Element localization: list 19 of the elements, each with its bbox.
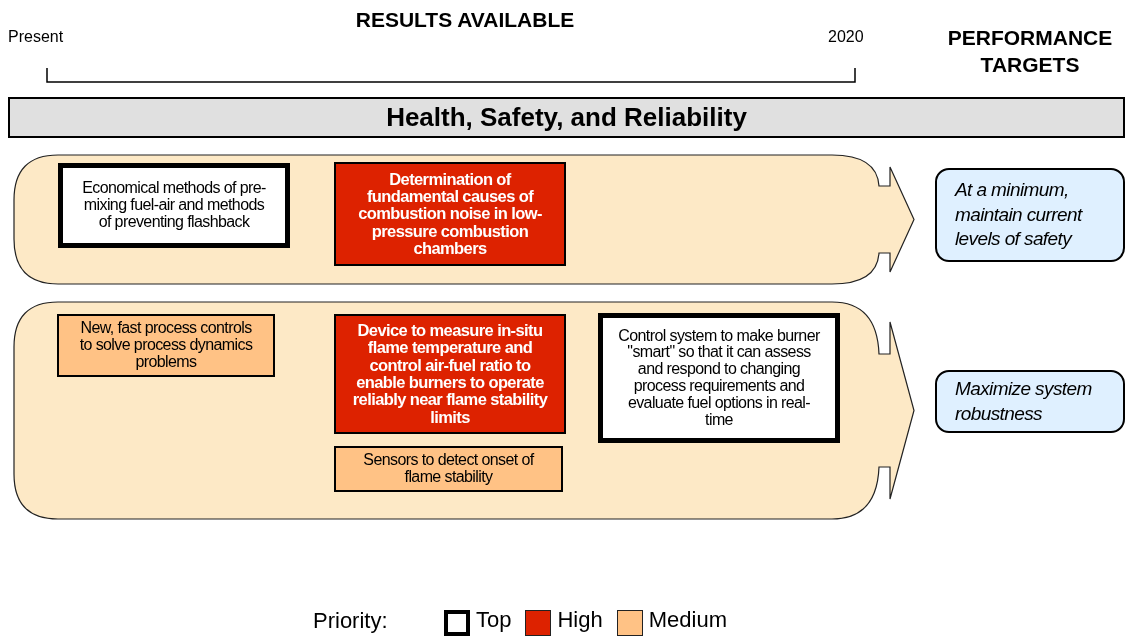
arrow-band [13, 155, 915, 285]
title-banner: Health, Safety, and Reliability [8, 97, 1125, 138]
task-box: New, fast process controls to solve process dynamics problems [57, 314, 275, 377]
legend-label: Top [476, 607, 512, 633]
arrow-band [13, 302, 915, 520]
task-box: Determination of fundamental causes of combustion noise in low-pressure combustion chambers [334, 162, 566, 266]
legend-title: Priority: [313, 608, 388, 634]
target-box: Maximize system robustness [935, 370, 1125, 433]
section-heading: RESULTS AVAILABLE [355, 8, 575, 32]
legend-label: Medium [648, 607, 727, 633]
task-box: Economical methods of pre-mixing fuel-air and methods of preventing flashback [58, 163, 290, 248]
target-box: At a minimum, maintain current levels of safety [935, 168, 1125, 262]
section-heading: PERFORMANCE TARGETS [946, 25, 1114, 79]
timeline-start-label: Present [8, 28, 64, 46]
task-box: Sensors to detect onset of flame stability [334, 446, 563, 492]
task-box: Control system to make burner "smart" so that it can assess and respond to changing process requirements and evaluate fuel options in real-time [598, 313, 840, 443]
legend-label: High [557, 607, 603, 633]
timeline-end-label: 2020 [828, 28, 864, 46]
task-box: Device to measure in-situ flame temperature and control air-fuel ratio to enable burners to operate reliably near flame stability limits [334, 314, 566, 434]
